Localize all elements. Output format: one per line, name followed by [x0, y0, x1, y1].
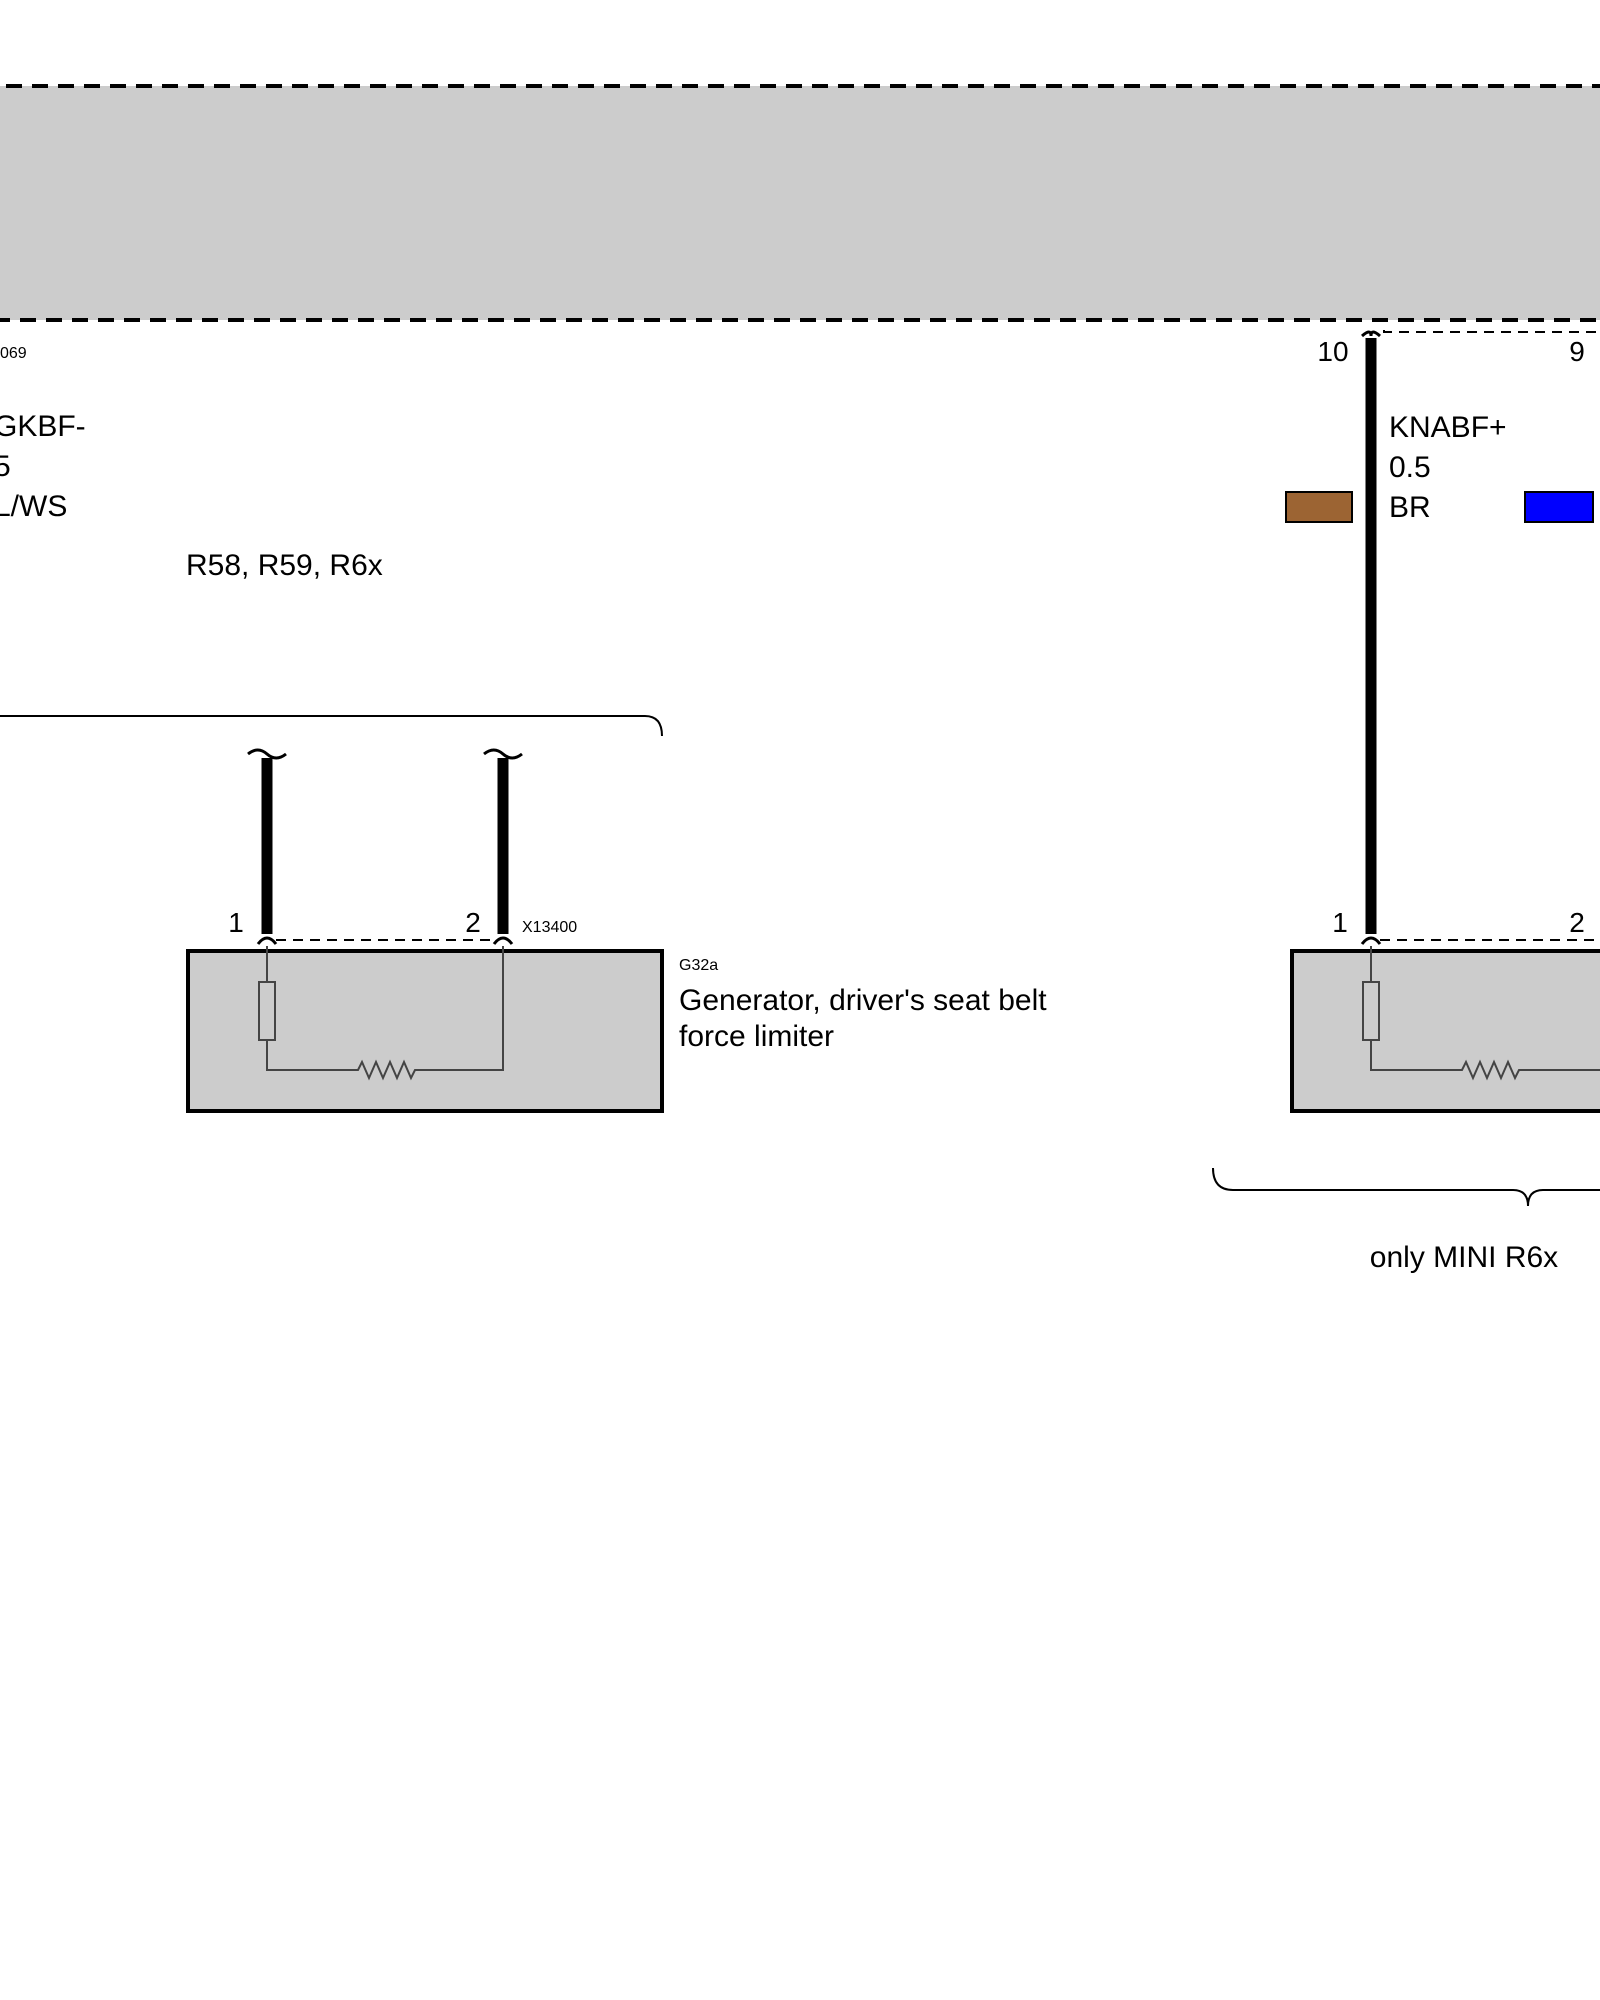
- brown-color-swatch: [1285, 491, 1353, 523]
- top-module-pin-10: 10: [1317, 336, 1348, 367]
- top-connector-dashed: [1383, 330, 1600, 333]
- right-wire-color: BR: [1389, 491, 1431, 524]
- left-generator-pin-2: 2: [465, 907, 481, 938]
- left-wire-color: L/WS: [0, 490, 67, 523]
- variant-label-right: only MINI R6x: [1370, 1241, 1558, 1274]
- right-generator-squib: [1362, 981, 1380, 1041]
- top-module-pin-9: 9: [1569, 336, 1585, 367]
- right-variant-brace: [1212, 1167, 1600, 1207]
- right-wire-signal: KNABF+: [1389, 411, 1507, 444]
- top-module-box: [0, 84, 1600, 322]
- left-generator-resistor-circuit: [266, 946, 504, 1081]
- right-generator-resistor-circuit: [1370, 1040, 1600, 1081]
- left-generator-pin1-hook: [256, 936, 278, 945]
- variant-label-left: R58, R59, R6x: [186, 549, 383, 582]
- top-module-connector-label: 069: [0, 345, 27, 362]
- blue-color-swatch: [1524, 491, 1594, 523]
- left-generator-connector-id: X13400: [522, 919, 577, 936]
- right-wire-size: 0.5: [1389, 451, 1431, 484]
- left-generator-pin-1: 1: [228, 907, 244, 938]
- wire-2-break-mark: [483, 748, 523, 760]
- left-generator-pin2-hook: [492, 936, 514, 945]
- left-generator-squib: [258, 981, 276, 1041]
- left-generator-name-line1: Generator, driver's seat belt: [679, 984, 1047, 1017]
- right-generator-pin-1: 1: [1332, 907, 1348, 938]
- left-generator-name-line2: force limiter: [679, 1020, 834, 1053]
- top-connector-pin-hook: [1361, 330, 1381, 338]
- wire-1-break-mark: [247, 748, 287, 760]
- left-wire-signal: GKBF-: [0, 410, 86, 443]
- left-generator-id: G32a: [679, 957, 718, 974]
- left-wire-size: 5: [0, 450, 11, 483]
- right-generator-box: [1290, 949, 1600, 1113]
- left-variant-brace: [0, 715, 663, 737]
- right-generator-pin1-hook: [1360, 936, 1382, 945]
- right-generator-pin-2: 2: [1569, 907, 1585, 938]
